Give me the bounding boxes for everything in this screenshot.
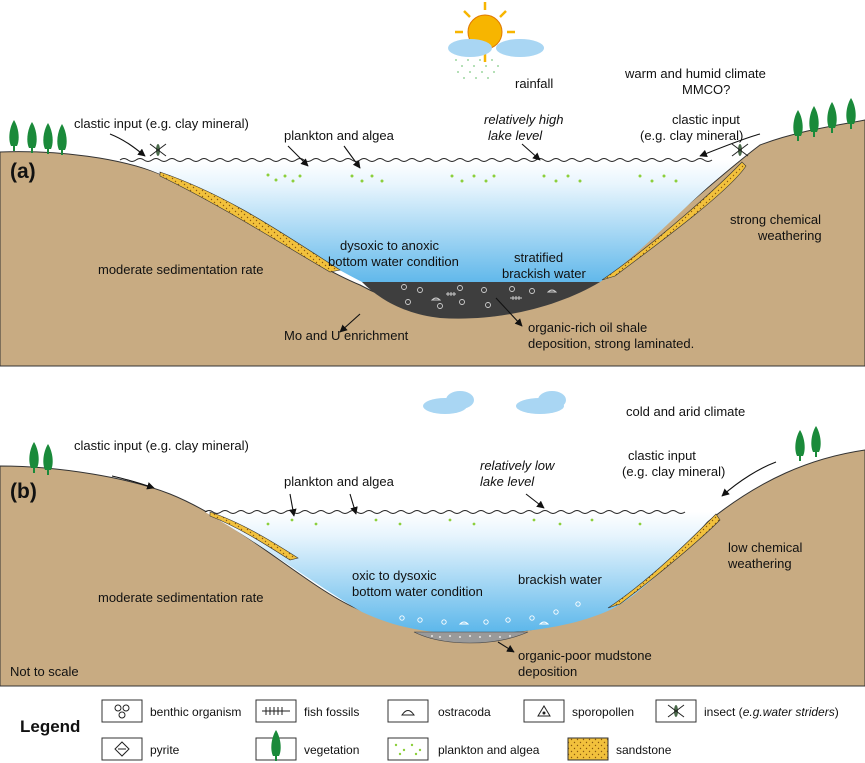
panel-b-lake-surface xyxy=(204,510,686,514)
panel-a-climate-1: warm and humid climate xyxy=(624,66,766,81)
panel-a-weathering-1: strong chemical xyxy=(730,212,821,227)
panel-b-sandstone-left xyxy=(209,511,299,561)
panel-a-plankton xyxy=(266,173,678,183)
panel-b-mudstone-fossils xyxy=(431,635,511,638)
rainfall-label: rainfall xyxy=(515,76,553,91)
panel-b: (b) cold and arid climate clastic input … xyxy=(0,391,865,687)
panel-b-clastic-right-1: clastic input xyxy=(628,448,696,463)
panel-b-bottom-1: oxic to dysoxic xyxy=(352,568,437,583)
panel-a-tag: (a) xyxy=(10,160,36,183)
panel-a-clastic-right-2: (e.g. clay mineral) xyxy=(640,128,743,143)
benthic-organism-icon xyxy=(101,699,143,723)
panel-b-water: brackish water xyxy=(518,572,602,587)
panel-a-lake-level-2: lake level xyxy=(488,128,543,143)
legend-insect: insect (e.g.water striders) xyxy=(704,705,839,719)
panel-b-bottom-2: bottom water condition xyxy=(352,584,483,599)
legend-sporopollen: sporopollen xyxy=(572,705,634,719)
panel-b-mudstone xyxy=(413,631,529,644)
panel-a-sandstone-left xyxy=(159,171,341,273)
sandstone-icon xyxy=(567,737,609,761)
sporopollen-icon xyxy=(523,699,565,723)
scale-note: Not to scale xyxy=(10,664,79,679)
panel-b-lake-level-2: lake level xyxy=(480,474,535,489)
panel-b-deposit-1: organic-poor mudstone xyxy=(518,648,652,663)
panel-a-clastic-right-1: clastic input xyxy=(672,112,740,127)
panel-b-sedimentation: moderate sedimentation rate xyxy=(98,590,263,605)
panel-b-weathering-2: weathering xyxy=(727,556,792,571)
legend-fish: fish fossils xyxy=(304,705,359,719)
panel-b-plankton xyxy=(266,518,642,526)
panel-a-fossils xyxy=(401,284,558,309)
plankton-icon xyxy=(387,737,429,761)
cloud-icon xyxy=(423,391,566,414)
panel-b-weathering-1: low chemical xyxy=(728,540,803,555)
panel-a-water xyxy=(120,160,740,296)
legend-plankton: plankton and algea xyxy=(438,743,540,757)
legend-ostracoda: ostracoda xyxy=(438,705,491,719)
panel-b-clastic-right-2: (e.g. clay mineral) xyxy=(622,464,725,479)
legend-title: Legend xyxy=(20,717,80,736)
panel-b-arrows xyxy=(111,461,777,653)
legend-sandstone: sandstone xyxy=(616,743,672,757)
panel-b-clastic-left: clastic input (e.g. clay mineral) xyxy=(74,438,249,453)
panel-a-arrows xyxy=(109,133,761,333)
panel-b-deposit-2: deposition xyxy=(518,664,577,679)
panel-a-enrichment: Mo and U enrichment xyxy=(284,328,409,343)
panel-a-water-1: stratified xyxy=(514,250,563,265)
panel-b-water xyxy=(205,512,716,634)
panel-b-sandstone-right xyxy=(607,513,721,609)
panel-a-deposit-2: deposition, strong laminated. xyxy=(528,336,694,351)
panel-a-oil-shale xyxy=(362,282,600,319)
panel-a-deposit-1: organic-rich oil shale xyxy=(528,320,647,335)
panel-a-water-2: brackish water xyxy=(502,266,586,281)
panel-b-tag: (b) xyxy=(10,480,37,503)
legend-pyrite: pyrite xyxy=(150,743,180,757)
panel-a-sandstone-right xyxy=(601,161,747,281)
panel-a-weathering-2: weathering xyxy=(757,228,822,243)
panel-a-sedimentation: moderate sedimentation rate xyxy=(98,262,263,277)
legend-vegetation: vegetation xyxy=(304,743,359,757)
panel-a-lake-level-1: relatively high xyxy=(484,112,564,127)
panel-a-climate-2: MMCO? xyxy=(682,82,730,97)
panel-a-lake-surface xyxy=(119,158,713,162)
panel-a: (a) rainfall warm and humid climate MMCO… xyxy=(0,0,865,370)
panel-a-clastic-left: clastic input (e.g. clay mineral) xyxy=(74,116,249,131)
panel-b-bottom-fossils xyxy=(399,601,581,625)
panel-b-plankton-label: plankton and algea xyxy=(284,474,395,489)
panel-a-bottom-1: dysoxic to anoxic xyxy=(340,238,439,253)
panel-b-vegetation-right xyxy=(795,426,821,461)
panel-b-climate: cold and arid climate xyxy=(626,404,745,419)
panel-a-plankton-label: plankton and algea xyxy=(284,128,395,143)
legend: Legend benthic organism fish fossils ost… xyxy=(20,699,839,761)
rain-cloud-icon xyxy=(448,39,544,79)
legend-benthic: benthic organism xyxy=(150,705,241,719)
panel-a-bottom-2: bottom water condition xyxy=(328,254,459,269)
panel-b-lake-level-1: relatively low xyxy=(480,458,556,473)
